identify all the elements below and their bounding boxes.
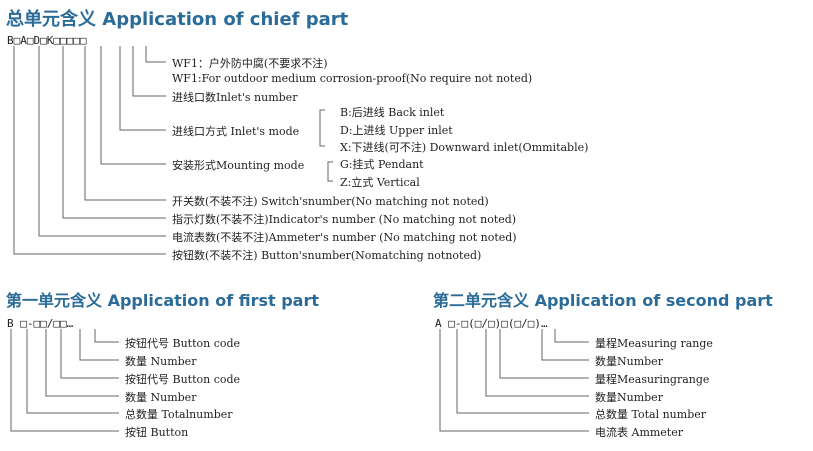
- wf1-en-label: WF1:For outdoor medium corrosion-proof(N…: [172, 72, 533, 85]
- second-label-total-number: 总数量 Total number: [595, 408, 707, 421]
- inlet-mode-label: 进线口方式 Inlet's mode: [172, 125, 300, 138]
- second-label-measuring-range-2: 量程Measuringrange: [595, 373, 710, 386]
- first-label-number-1: 数量 Number: [125, 355, 197, 368]
- indicator-number-label: 指示灯数(不装不注)Indicator's number (No matchin…: [172, 213, 517, 226]
- inlet-back-option: B:后进线 Back inlet: [340, 106, 445, 119]
- button-number-label: 按钮数(不装不注) Button'snumber(Nomatching notn…: [172, 249, 482, 262]
- first-part-title: 第一单元含义 Application of first part: [6, 291, 320, 310]
- first-label-button-code-1: 按钮代号 Button code: [125, 337, 241, 350]
- wf1-cn-label: WF1：户外防中腐(不要求不注): [172, 57, 328, 70]
- switch-number-label: 开关数(不装不注) Switch'snumber(No matching not…: [172, 195, 489, 208]
- first-label-number-2: 数量 Number: [125, 391, 197, 404]
- second-part-title: 第二单元含义 Application of second part: [433, 291, 773, 310]
- first-code: B □-□□/□□…: [7, 317, 74, 330]
- mounting-mode-label: 安装形式Mounting mode: [172, 159, 305, 172]
- first-label-button: 按钮 Button: [125, 426, 189, 439]
- mount-vertical-option: Z:立式 Vertical: [340, 176, 420, 189]
- ammeter-number-label: 电流表数(不装不注)Ammeter's number (No matching …: [172, 231, 517, 244]
- mount-pendant-option: G:挂式 Pendant: [340, 158, 424, 171]
- first-label-button-code-2: 按钮代号 Button code: [125, 373, 241, 386]
- first-label-total-number: 总数量 Totalnumber: [125, 408, 233, 421]
- second-label-measuring-range-1: 量程Measuring range: [595, 337, 713, 350]
- chief-part-title: 总单元含义 Application of chief part: [6, 9, 349, 30]
- second-label-ammeter: 电流表 Ammeter: [595, 426, 683, 439]
- second-label-number-2: 数量Number: [595, 391, 663, 404]
- second-code: A □-□(□/□)□(□/□)…: [435, 317, 548, 330]
- inlet-upper-option: D:上进线 Upper inlet: [340, 124, 453, 137]
- chief-code: B□A□D□K□□□□□: [7, 34, 87, 47]
- inlet-downward-option: X:下进线(可不注) Downward inlet(Ommitable): [340, 141, 589, 154]
- second-label-number-1: 数量Number: [595, 355, 663, 368]
- inlet-number-label: 进线口数Inlet's number: [172, 91, 298, 104]
